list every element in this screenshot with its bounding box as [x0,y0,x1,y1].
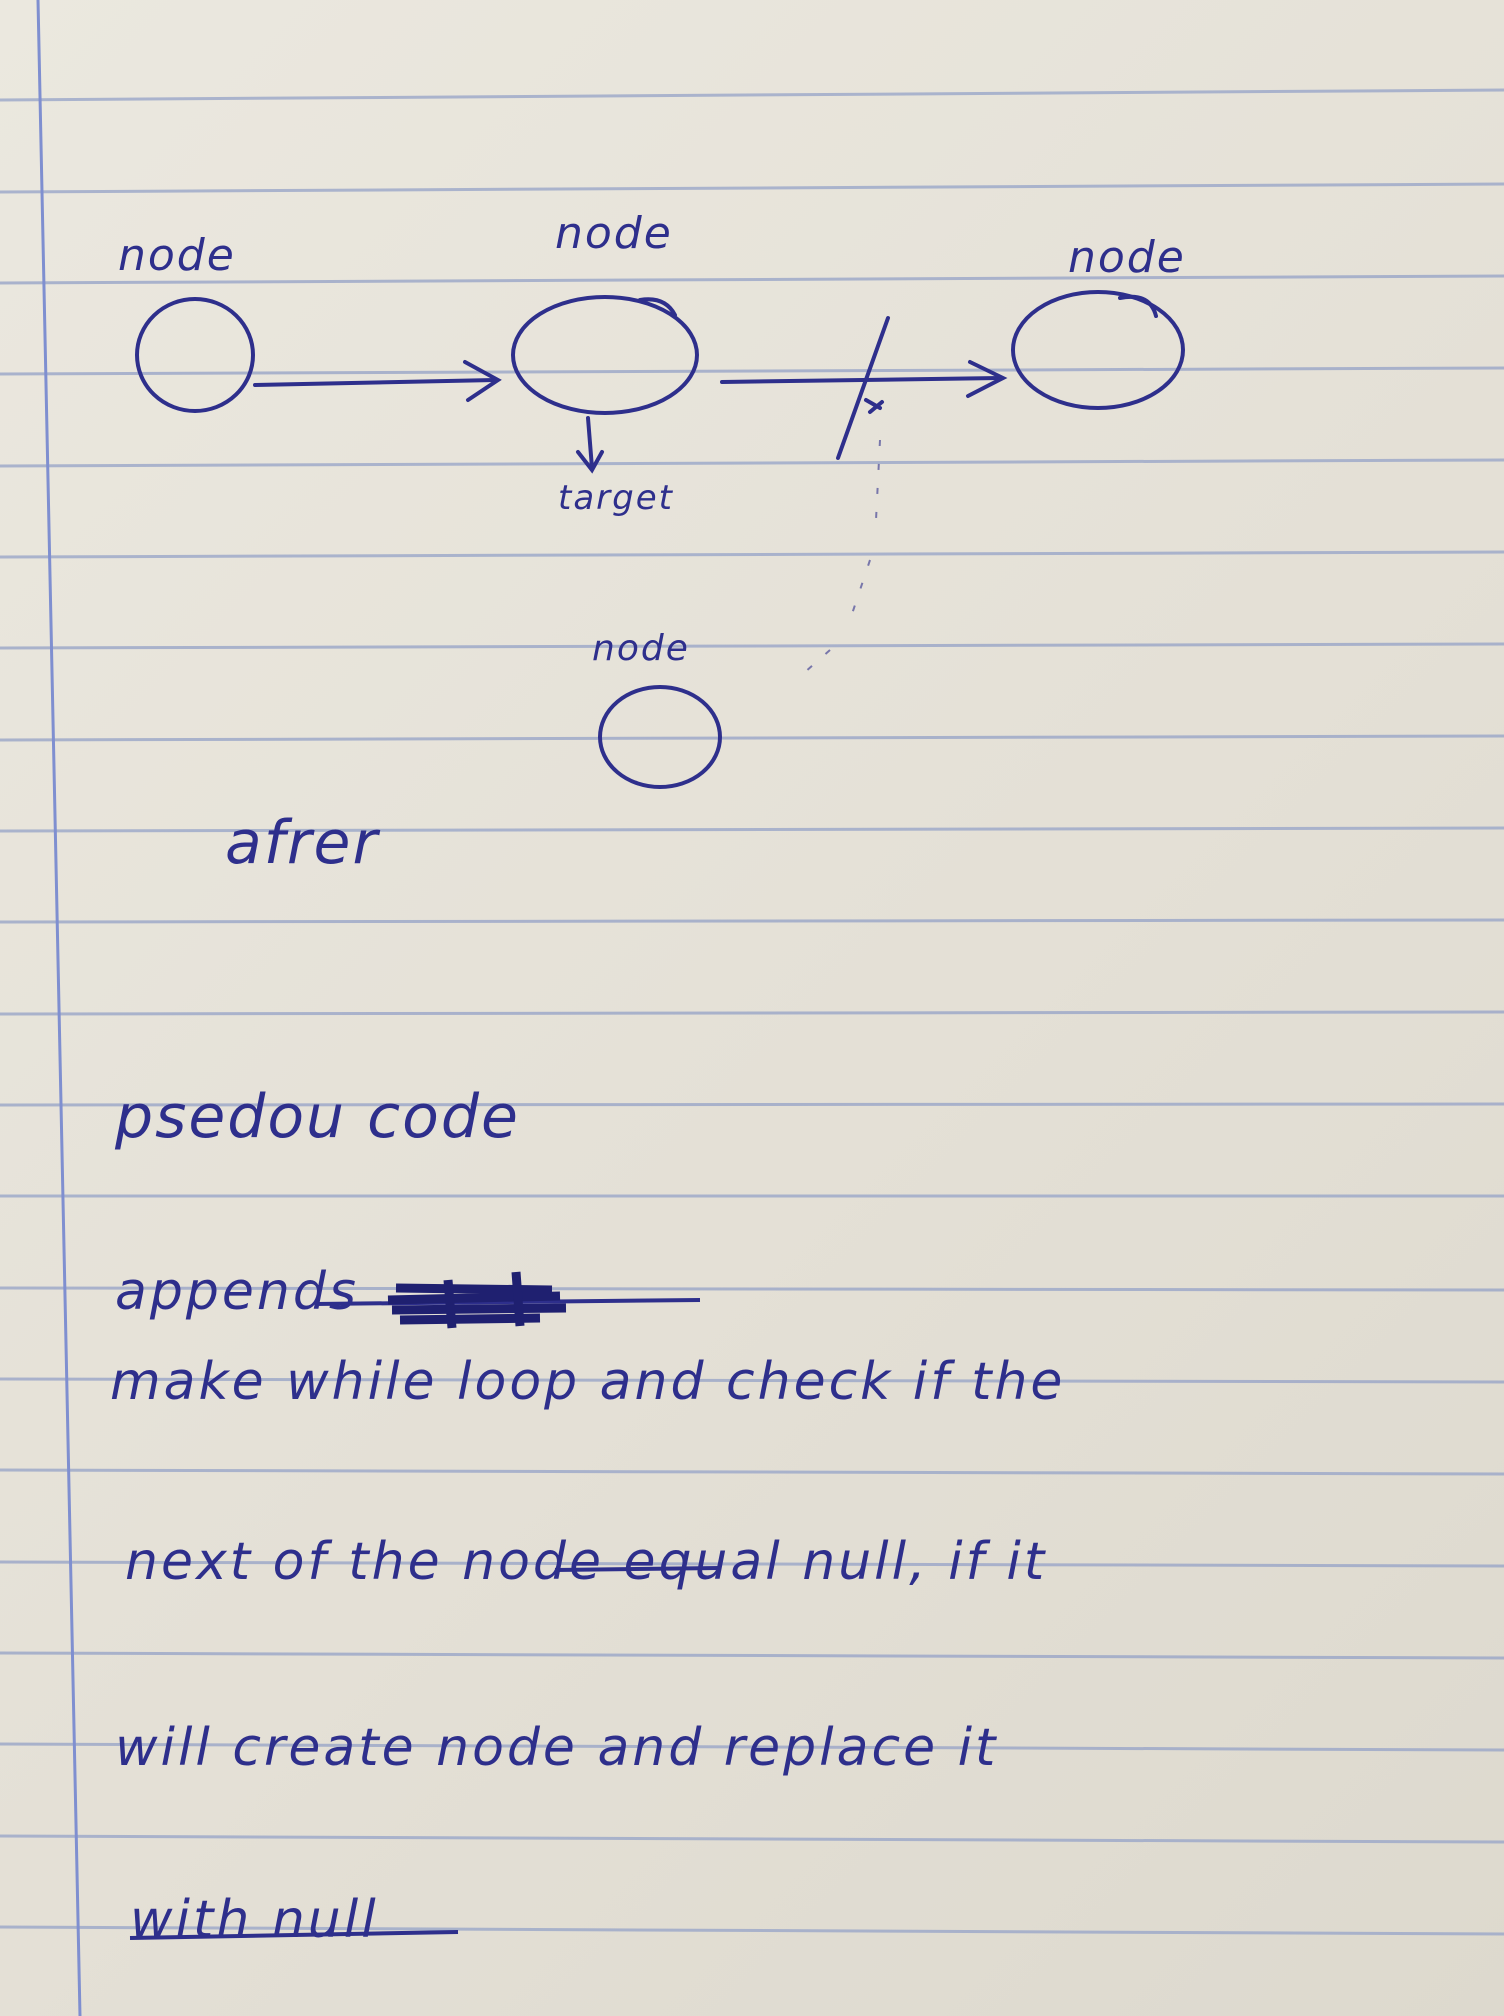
break-mark [864,398,884,414]
note-line-3: will create node and replace it [115,1718,999,1778]
node-circle-2-overlap [638,297,677,317]
arrow-1-line [253,378,497,387]
pseudo-code-heading: psedou code [115,1082,520,1152]
break-slash [836,316,890,460]
arrow-2-line [720,376,1002,384]
node-circle-4 [598,685,722,789]
note-line-2: next of the node equal null, if it [125,1532,1048,1592]
node-label-2: node [555,208,673,259]
scribbled-out-word [387,1271,567,1329]
margin-line [36,0,82,2016]
note-line-4: with null [130,1890,379,1950]
node-label-1: node [118,230,236,281]
node-circle-2 [511,295,699,415]
node-label-4: node [592,628,690,669]
linked-list-diagram [135,290,1185,789]
after-heading: afrer [225,808,380,878]
node-circle-3 [1011,290,1185,410]
target-label: target [558,478,674,518]
target-arrow-line [586,416,594,470]
node-label-3: node [1068,232,1186,283]
underlines [129,1298,721,1940]
arrow-1-head [463,360,502,402]
arrow-2-head [966,360,1008,398]
node-circle-1 [135,297,255,413]
node-circle-3-overlap [1118,294,1158,318]
append-label: appends [115,1262,359,1322]
dashed-insert-line [804,439,881,673]
note-line-1: make while loop and check if the [110,1352,1066,1412]
target-arrow-head [576,450,604,474]
